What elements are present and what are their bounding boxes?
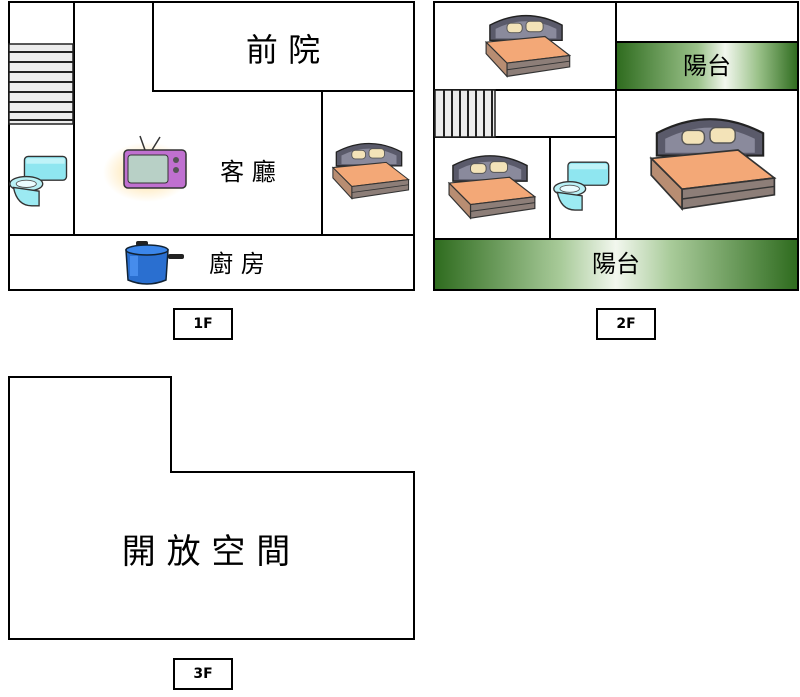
- floor-1f-tag: [173, 308, 233, 340]
- cooking-pot-icon: [125, 241, 184, 285]
- television-icon: [103, 135, 191, 202]
- floor-3f: 開 放 空 間 3F: [8, 376, 415, 690]
- floor-1f: 前 院 廚 房 客 廳: [8, 1, 415, 340]
- bed-icon: [448, 155, 536, 219]
- floor-2f-label: 2F: [616, 316, 635, 332]
- bed-icon: [650, 118, 776, 210]
- room-balcony-upper-label: 陽台: [683, 52, 731, 80]
- floor-3f-label: 3F: [193, 666, 212, 682]
- floor-3f-tag: [173, 658, 233, 690]
- room-kitchen: [8, 234, 415, 291]
- room-living-room-label: 客 廳: [220, 158, 276, 186]
- floor-2f: 陽台 陽台 2F: [433, 1, 799, 340]
- floor-1f-label: 1F: [193, 316, 212, 332]
- room-balcony-lower-label: 陽台: [592, 250, 640, 278]
- stairs-icon: [8, 43, 74, 125]
- room-open-space-label: 開 放 空 間: [122, 532, 290, 572]
- room-kitchen-label: 廚 房: [209, 250, 265, 278]
- room-front-yard-label: 前 院: [246, 31, 320, 69]
- bed-icon: [485, 14, 571, 78]
- bed-icon: [332, 142, 410, 200]
- room-front-yard: [152, 1, 415, 92]
- stairs-icon: [434, 89, 496, 138]
- room-balcony-lower: [433, 238, 799, 291]
- room-open-space: [8, 376, 415, 640]
- room-balcony-upper: [615, 41, 799, 91]
- floor-2f-tag: [596, 308, 656, 340]
